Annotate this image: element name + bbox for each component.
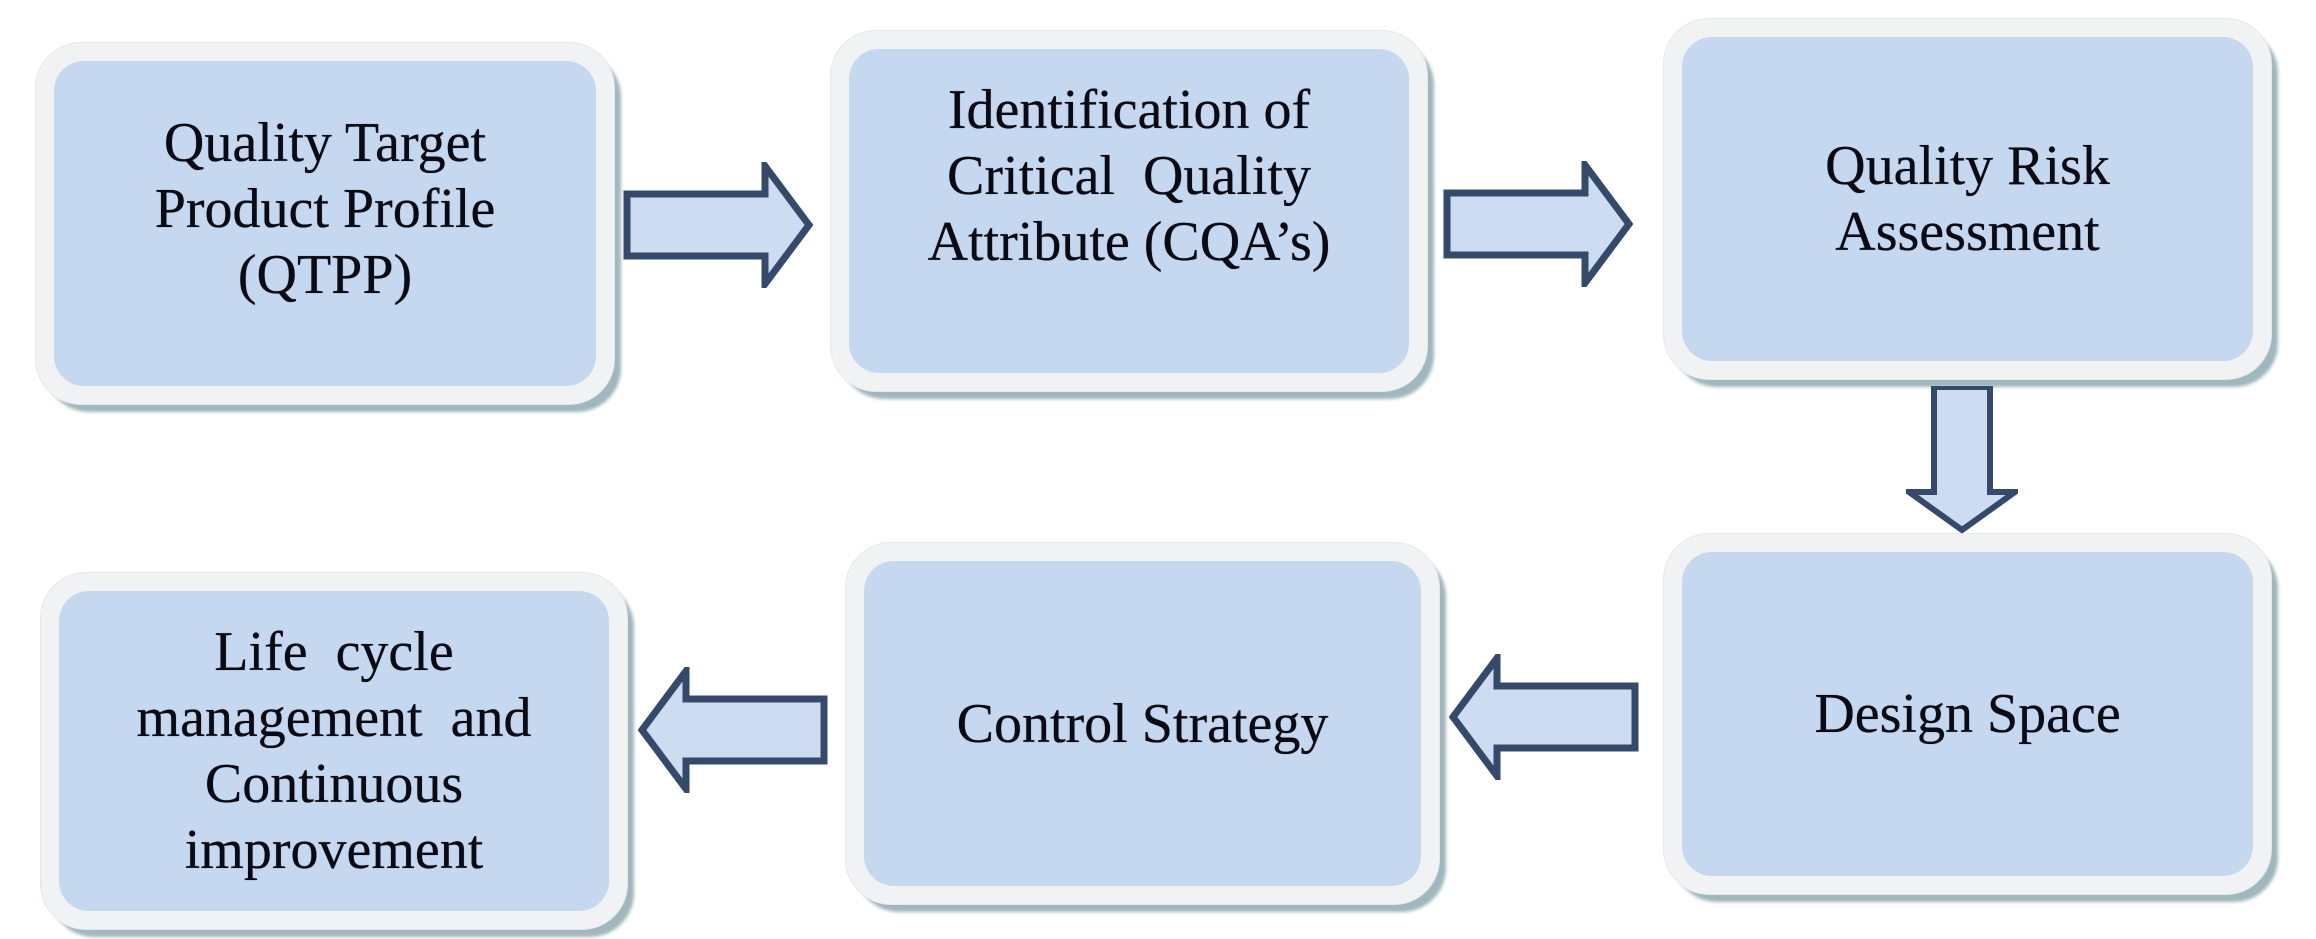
left-arrow-icon [1449, 654, 1639, 780]
box-qra: Quality Risk Assessment [1663, 18, 2272, 380]
box-cqa: Identification of Critical Quality Attri… [830, 30, 1428, 392]
box-label-line: Life cycle [214, 621, 454, 683]
box-design-space-body: Design Space [1682, 552, 2253, 876]
box-label-line: Design Space [1814, 683, 2121, 745]
box-label-line: Identification of [947, 79, 1311, 141]
box-control-strategy: Control Strategy [845, 542, 1440, 905]
box-control-strategy-body: Control Strategy [864, 561, 1421, 886]
right-arrow-icon [623, 162, 813, 288]
box-label-line: improvement [184, 819, 484, 881]
box-qtpp-body: Quality Target Product Profile (QTPP) [54, 61, 596, 386]
box-qtpp: Quality Target Product Profile (QTPP) [35, 42, 615, 405]
box-lifecycle: Life cycle management and Continuous imp… [40, 572, 628, 930]
box-qra-body: Quality Risk Assessment [1682, 37, 2253, 361]
box-design-space: Design Space [1663, 533, 2272, 895]
box-label-line: Quality Risk [1825, 135, 2110, 197]
left-arrow-icon [638, 667, 828, 793]
box-label-line: Control Strategy [956, 692, 1329, 755]
box-label-line: Product Profile [154, 177, 496, 240]
box-label-line: Attribute (CQA’s) [927, 211, 1331, 273]
box-label-line: (QTPP) [237, 243, 413, 306]
box-lifecycle-body: Life cycle management and Continuous imp… [59, 591, 609, 911]
box-label-line: Quality Target [163, 111, 487, 174]
box-label-line: Critical Quality [947, 145, 1311, 207]
right-arrow-icon [1443, 161, 1633, 287]
down-arrow-icon [1906, 386, 2018, 533]
box-label-line: management and [136, 687, 532, 749]
box-cqa-body: Identification of Critical Quality Attri… [849, 49, 1409, 373]
box-label-line: Assessment [1835, 201, 2100, 263]
box-label-line: Continuous [204, 753, 464, 815]
